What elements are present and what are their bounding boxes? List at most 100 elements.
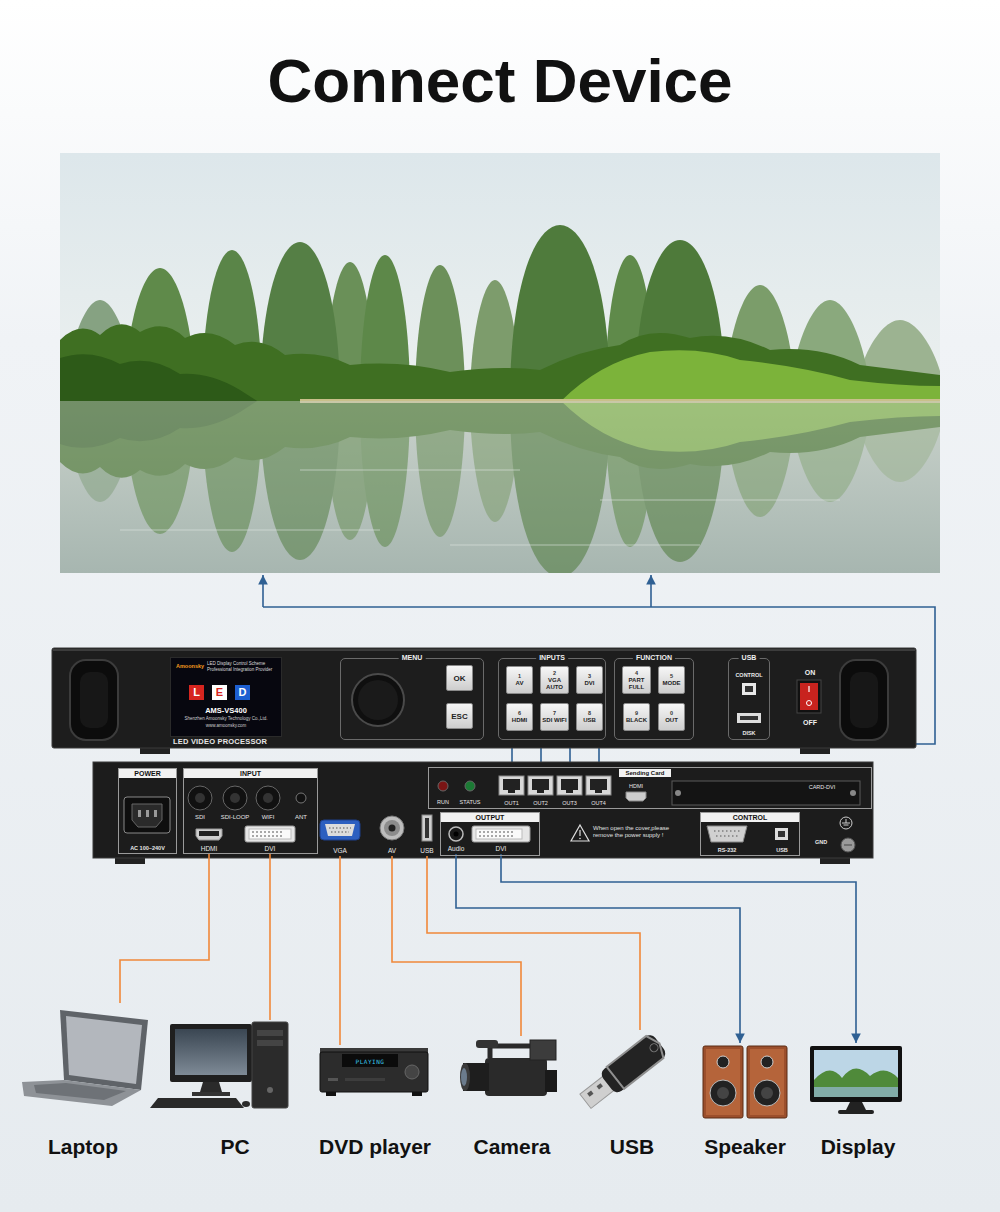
front-usb-ports — [737, 683, 761, 723]
display-icon-part — [810, 1046, 902, 1102]
node-text: CONTROL — [701, 813, 799, 822]
node-text: VGA — [333, 847, 347, 855]
speaker-icon — [703, 1046, 787, 1118]
device: Camera — [457, 1036, 567, 1165]
network-sockets-part — [561, 779, 578, 793]
node-text: LED VIDEO PROCESSOR — [173, 737, 267, 746]
control-sockets-part — [778, 831, 785, 837]
front-panel-body-part — [52, 648, 916, 748]
node-text: 1 — [518, 673, 521, 680]
power-switch-part — [797, 680, 821, 713]
front-panel-body-part — [80, 672, 108, 728]
node-text: Display — [821, 1135, 896, 1159]
node-text: 4 — [635, 670, 638, 677]
node-text: 7 — [553, 710, 556, 717]
warning-symbol — [571, 825, 589, 841]
node-text: 5 — [670, 673, 673, 680]
pc-icon-part — [175, 1029, 247, 1075]
reflection-part — [60, 401, 940, 573]
rear-panel-body-part — [820, 858, 850, 864]
node-text: AV — [388, 847, 396, 855]
device: Speaker — [695, 1043, 795, 1165]
usb-socket-part — [425, 818, 429, 838]
reflection — [60, 401, 940, 573]
front-usb-ports-part — [745, 686, 753, 692]
node-text: USB — [420, 847, 433, 855]
sending-card: Sending Card — [428, 767, 872, 809]
speaker-icon-part — [761, 1087, 773, 1099]
dvd-player-icon-part — [345, 1078, 385, 1081]
led-label: RUN — [437, 799, 449, 806]
node-text: POWER — [119, 769, 176, 778]
menu-button: ESC — [446, 703, 473, 729]
network-sockets-part — [528, 776, 553, 795]
node-text: 0 — [670, 710, 673, 717]
display-icon-part — [814, 1068, 898, 1097]
node-subtext: MODE — [663, 680, 681, 687]
vga-socket-part — [320, 820, 360, 840]
cable-connector — [339, 856, 341, 1045]
power-switch-part — [807, 701, 812, 706]
power-inlet — [124, 797, 170, 833]
network-sockets-part — [503, 779, 520, 793]
vga-port: VGA — [318, 818, 362, 856]
rear-panel-body-part — [115, 858, 145, 864]
speaker-icon-part — [717, 1056, 729, 1068]
usb-drive-icon-part — [597, 1083, 603, 1089]
input-button: 8USB — [576, 703, 603, 731]
node-subtext: RS-232 — [705, 847, 749, 854]
node-text: 9 — [635, 710, 638, 717]
rear-panel-body — [93, 762, 873, 864]
dvd-player-icon-part — [326, 1092, 336, 1096]
output-sockets-part — [476, 829, 522, 839]
slot-label: CARD-DVI — [809, 784, 836, 791]
card-ports-part — [626, 792, 646, 801]
menu-knob-part — [352, 674, 404, 726]
node-subtext: AV — [516, 680, 524, 687]
sdi-connectors-part — [256, 786, 280, 810]
usb-socket — [422, 815, 432, 841]
node-subtext: AC 100~240V — [119, 845, 176, 852]
port-label: OUT4 — [591, 800, 606, 807]
screen-wires-part — [262, 575, 264, 607]
output-section: OUTPUTAudioDVI — [440, 812, 540, 856]
front-panel-body-part — [850, 672, 878, 728]
display-icon — [810, 1046, 902, 1114]
dvd-player-icon-part — [320, 1052, 428, 1092]
camera-icon-part — [485, 1058, 547, 1096]
dvi-socket-part — [245, 826, 295, 842]
node-subtext: DVI — [584, 680, 594, 687]
dvd-player-icon — [320, 1048, 428, 1096]
input-button: 3DVI — [576, 666, 603, 694]
dvi-output-port: DVI — [468, 822, 534, 854]
hdmi-port: HDMI — [190, 826, 228, 854]
node-text: L — [193, 686, 200, 699]
page-title: Connect Device — [0, 46, 1000, 116]
control-sockets-part — [714, 831, 740, 832]
node-text: Camera — [473, 1135, 550, 1159]
front-usb-ports-part — [740, 716, 758, 720]
ground-terminal-part — [841, 838, 855, 852]
usb-drive-icon-part — [607, 1032, 668, 1089]
function-button: 5MODE — [658, 666, 685, 694]
node-subtext: GND — [815, 839, 827, 846]
laptop-icon-part — [34, 1083, 126, 1100]
node-text: HDMI — [201, 845, 218, 853]
vga-socket-part — [325, 824, 355, 836]
node-text: 2 — [553, 670, 556, 677]
reflection-part — [120, 470, 840, 545]
node-text: Audio — [448, 845, 465, 853]
front-panel-body-part — [70, 660, 118, 740]
power-section: POWER AC 100~240V — [118, 768, 177, 854]
network-sockets-part — [532, 779, 549, 793]
ground-terminal-part — [840, 817, 852, 829]
pc-icon-part — [252, 1022, 288, 1108]
cable-connector — [269, 854, 271, 1020]
control-section: CONTROLRS-232USB — [700, 812, 800, 856]
vga-socket-part — [331, 832, 349, 833]
ground-terminal-part — [842, 823, 850, 824]
usb-socket-part — [422, 815, 432, 841]
input-button: 7SDI WIFI — [540, 703, 569, 731]
rear-panel: When open the cover,please remove the po… — [93, 762, 873, 858]
